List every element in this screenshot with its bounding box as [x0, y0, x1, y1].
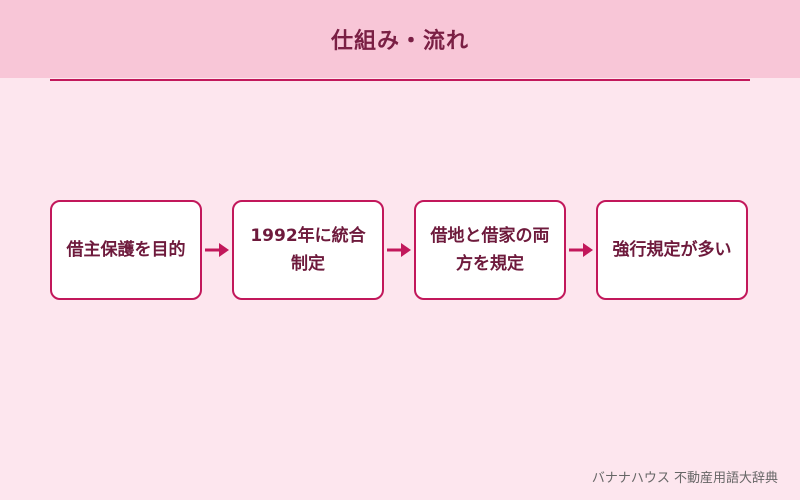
flow-step-3-label: 借地と借家の両方を規定 [430, 226, 550, 274]
flow-step-4: 強行規定が多い [596, 200, 748, 300]
flow-arrow-icon [566, 200, 596, 300]
header-bar: 仕組み・流れ [0, 0, 800, 78]
flow-step-2-label: 1992年に統合制定 [250, 226, 366, 274]
header-divider [50, 79, 750, 81]
flow-arrow-icon [202, 200, 232, 300]
flow-step-3: 借地と借家の両方を規定 [414, 200, 566, 300]
flow-step-2: 1992年に統合制定 [232, 200, 384, 300]
flow-step-4-label: 強行規定が多い [612, 240, 732, 260]
flow-diagram: 借主保護を目的 1992年に統合制定 借地と借家の両方を規定 強行規定が多い [50, 200, 750, 300]
flow-arrow-icon [384, 200, 414, 300]
page-title: 仕組み・流れ [330, 29, 469, 54]
flow-step-1-label: 借主保護を目的 [66, 240, 186, 260]
flow-step-1: 借主保護を目的 [50, 200, 202, 300]
footer-credit: バナナハウス 不動産用語大辞典 [591, 471, 778, 486]
